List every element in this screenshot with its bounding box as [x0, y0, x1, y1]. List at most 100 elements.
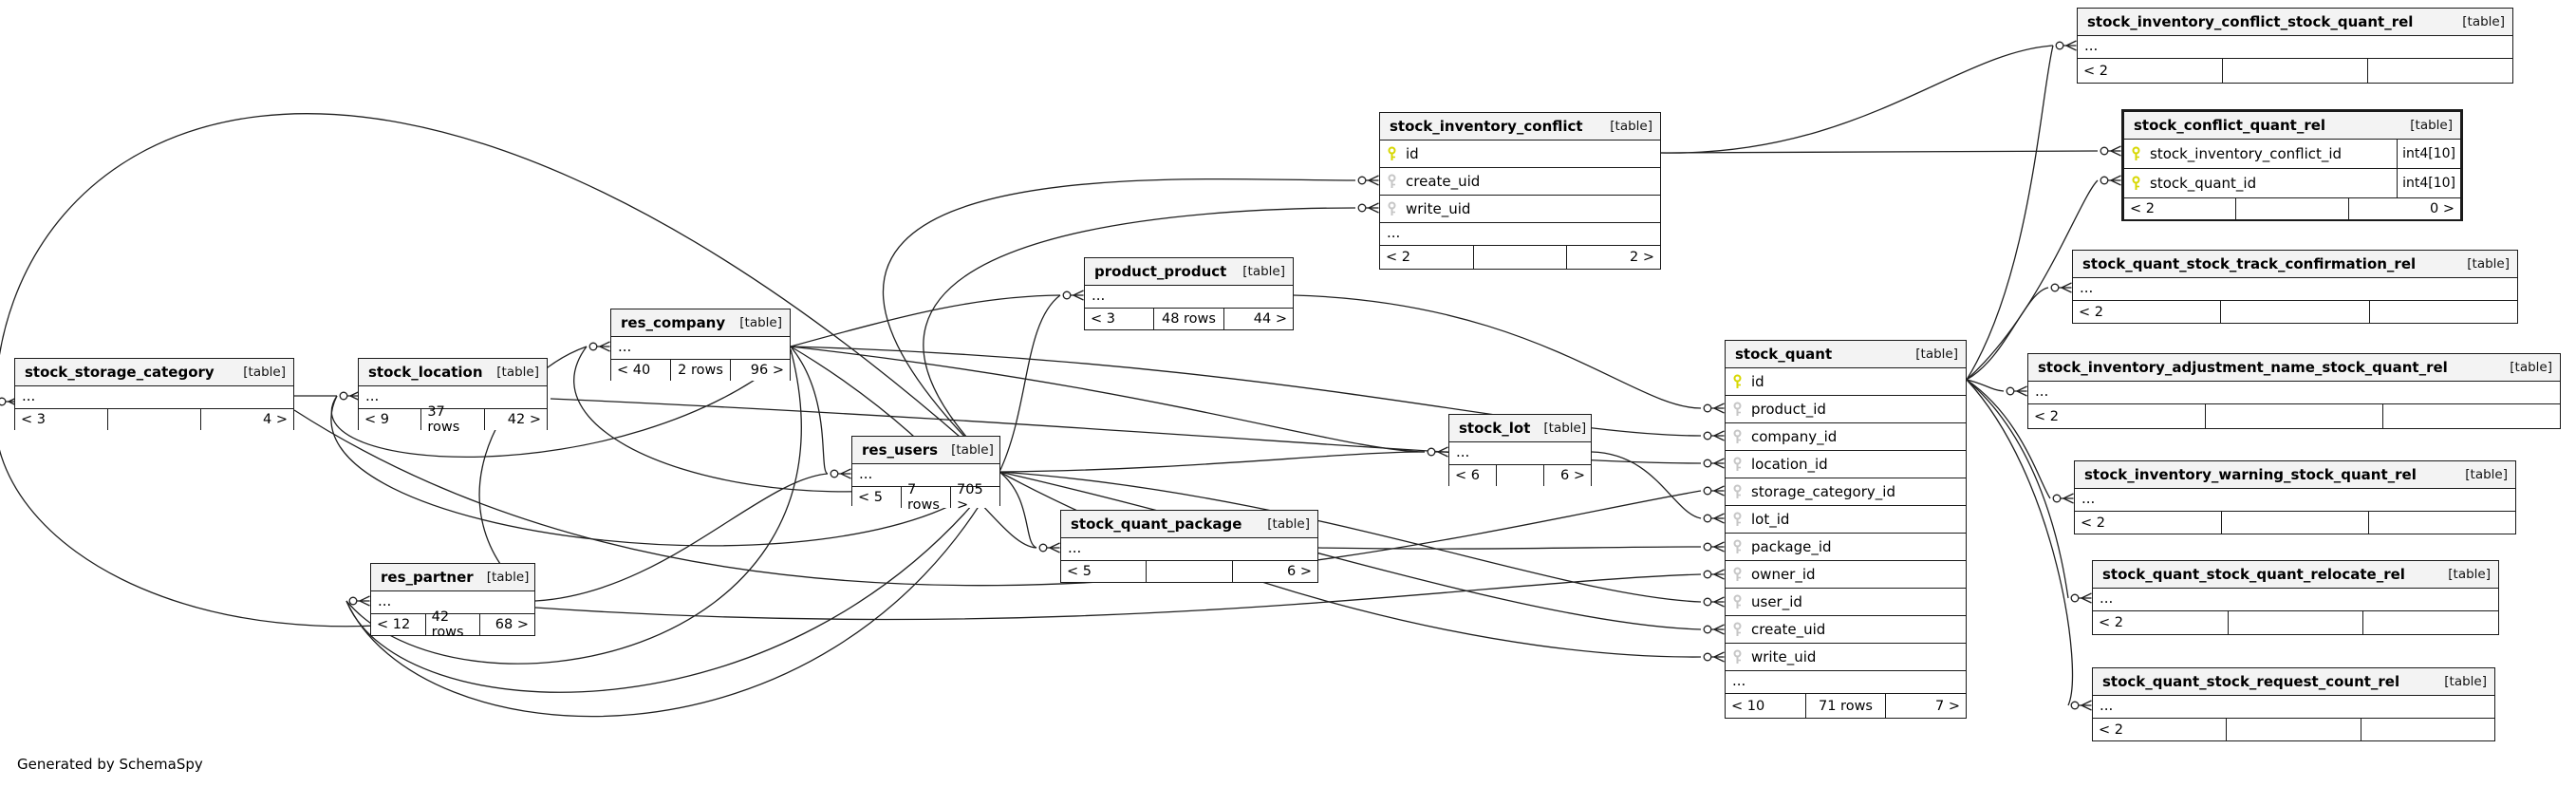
- relationship-edge-res_users-to-stock_lot: [999, 451, 1426, 473]
- primary-key-icon: [1387, 146, 1397, 162]
- fk-connector-icon: [1703, 541, 1725, 553]
- foreign-key-icon: [1732, 429, 1743, 445]
- table-type-badge: [table]: [1543, 421, 1587, 436]
- table-name[interactable]: stock_lot: [1459, 420, 1531, 437]
- table-name[interactable]: stock_quant_package: [1071, 515, 1242, 533]
- table-name[interactable]: res_partner: [381, 569, 474, 586]
- footer-row-count: 37 rows: [420, 404, 485, 435]
- column-row-stock_quant-user_id[interactable]: user_id: [1726, 589, 1966, 616]
- footer-row-count: 42 rows: [424, 609, 481, 640]
- footer-row-count: [1146, 561, 1233, 582]
- table-header-stock_lot[interactable]: stock_lot [table]: [1449, 415, 1591, 442]
- footer-parents-count: 6 >: [1560, 468, 1585, 483]
- footer-children-count: < 2: [2079, 304, 2103, 320]
- relationship-edge-stock_quant.id-to-stock_inventory_adjustment_name_stock_quant_rel: [1966, 379, 2005, 392]
- table-name[interactable]: stock_inventory_conflict: [1390, 118, 1583, 135]
- column-row-stock_quant-location_id[interactable]: location_id: [1726, 451, 1966, 478]
- footer-children-count: < 2: [2081, 515, 2105, 531]
- table-name[interactable]: stock_quant_stock_request_count_rel: [2102, 673, 2400, 690]
- fk-connector-icon: [339, 390, 361, 402]
- columns-ellipsis: ...: [359, 386, 547, 409]
- column-row-stock_inventory_conflict-id[interactable]: id: [1380, 141, 1660, 168]
- fk-connector-icon: [1038, 542, 1060, 553]
- table-header-product_product[interactable]: product_product [table]: [1085, 258, 1293, 286]
- footer-parents-count: 2 >: [1630, 250, 1655, 265]
- table-header-stock_inventory_conflict[interactable]: stock_inventory_conflict [table]: [1380, 113, 1660, 141]
- table-header-stock_conflict_quant_rel[interactable]: stock_conflict_quant_rel [table]: [2124, 112, 2460, 140]
- table-header-res_partner[interactable]: res_partner[table]: [371, 564, 534, 591]
- relationship-edge-res_company-to-stock_location: [330, 352, 792, 459]
- primary-key-icon: [2131, 146, 2141, 162]
- table-header-stock_quant_stock_track_confirmation_rel[interactable]: stock_quant_stock_track_confirmation_rel…: [2073, 251, 2517, 278]
- table-name[interactable]: stock_inventory_warning_stock_quant_rel: [2084, 466, 2417, 483]
- table-header-stock_quant[interactable]: stock_quant[table]: [1726, 341, 1966, 368]
- table-name[interactable]: product_product: [1094, 263, 1227, 280]
- table-header-res_company[interactable]: res_company[table]: [611, 309, 790, 337]
- relationship-edge-product_product-to-stock_quant.product_id: [1293, 294, 1702, 409]
- table-type-badge: [table]: [243, 365, 286, 380]
- table-header-stock_storage_category[interactable]: stock_storage_category [table]: [15, 359, 293, 386]
- table-type-badge: [table]: [1242, 264, 1285, 279]
- footer-children-count: < 2: [2099, 721, 2123, 738]
- table-name[interactable]: stock_location: [368, 364, 483, 381]
- table-name[interactable]: stock_quant: [1735, 346, 1833, 363]
- table-type-badge: [table]: [2410, 118, 2453, 133]
- columns-ellipsis: ...: [852, 464, 999, 487]
- fk-connector-icon: [1703, 485, 1725, 497]
- columns-ellipsis: ...: [1085, 286, 1293, 309]
- footer-parents-count: [2368, 59, 2512, 83]
- foreign-key-icon: [1732, 512, 1743, 528]
- footer-row-count: [2235, 198, 2349, 219]
- table-name[interactable]: stock_inventory_adjustment_name_stock_qu…: [2038, 359, 2448, 376]
- columns-ellipsis: ...: [2093, 696, 2494, 719]
- table-name[interactable]: stock_conflict_quant_rel: [2134, 117, 2326, 134]
- column-row-stock_quant-package_id[interactable]: package_id: [1726, 534, 1966, 561]
- column-name: create_uid: [1751, 621, 1826, 638]
- column-row-stock_quant-storage_category_id[interactable]: storage_category_id: [1726, 478, 1966, 506]
- table-name[interactable]: stock_storage_category: [25, 364, 215, 381]
- footer-row-count: [2226, 719, 2361, 740]
- column-row-stock_quant-lot_id[interactable]: lot_id: [1726, 506, 1966, 534]
- column-row-stock_quant-company_id[interactable]: company_id: [1726, 423, 1966, 451]
- column-name: id: [1406, 145, 1419, 162]
- table-name[interactable]: res_company: [621, 314, 726, 331]
- footer-parents-count: [2361, 719, 2494, 740]
- foreign-key-icon: [1732, 539, 1743, 555]
- column-row-stock_quant-id[interactable]: id: [1726, 368, 1966, 396]
- column-row-stock_inventory_conflict-create_uid[interactable]: create_uid: [1380, 168, 1660, 196]
- column-row-stock_quant-owner_id[interactable]: owner_id: [1726, 561, 1966, 589]
- foreign-key-icon: [1732, 594, 1743, 610]
- table-header-stock_quant_stock_request_count_rel[interactable]: stock_quant_stock_request_count_rel[tabl…: [2093, 668, 2494, 696]
- table-header-stock_quant_package[interactable]: stock_quant_package[table]: [1061, 511, 1317, 538]
- columns-ellipsis: ...: [2078, 36, 2512, 59]
- table-header-stock_inventory_adjustment_name_stock_quant_rel[interactable]: stock_inventory_adjustment_name_stock_qu…: [2028, 354, 2560, 382]
- table-header-stock_quant_stock_quant_relocate_rel[interactable]: stock_quant_stock_quant_relocate_rel[tab…: [2093, 561, 2498, 589]
- relationship-edge-res_users-to-res_partner: [345, 471, 1000, 693]
- footer-children-count: < 3: [1091, 311, 1115, 327]
- table-name[interactable]: stock_quant_stock_quant_relocate_rel: [2102, 566, 2405, 583]
- footer-parents-count: 4 >: [263, 412, 288, 427]
- table-name[interactable]: res_users: [862, 441, 939, 459]
- table-header-stock_location[interactable]: stock_location[table]: [359, 359, 547, 386]
- table-type-badge: [table]: [1610, 119, 1652, 134]
- column-name: product_id: [1751, 401, 1826, 418]
- column-row-stock_inventory_conflict-write_uid[interactable]: write_uid: [1380, 196, 1660, 223]
- column-name: create_uid: [1406, 173, 1481, 190]
- table-header-stock_inventory_warning_stock_quant_rel[interactable]: stock_inventory_warning_stock_quant_rel[…: [2075, 461, 2515, 489]
- table-name[interactable]: stock_quant_stock_track_confirmation_rel: [2082, 255, 2417, 272]
- table-name[interactable]: stock_inventory_conflict_stock_quant_rel: [2087, 13, 2414, 30]
- column-name: storage_category_id: [1751, 483, 1895, 500]
- column-row-stock_quant-write_uid[interactable]: write_uid: [1726, 644, 1966, 671]
- columns-ellipsis: ...: [2093, 589, 2498, 611]
- footer-parents-count: 44 >: [1253, 311, 1287, 327]
- fk-connector-icon: [1703, 513, 1725, 524]
- table-header-res_users[interactable]: res_users[table]: [852, 437, 999, 464]
- table-type-badge: [table]: [2462, 14, 2505, 29]
- column-row-stock_quant-product_id[interactable]: product_id: [1726, 396, 1966, 423]
- table-header-stock_inventory_conflict_stock_quant_rel[interactable]: stock_inventory_conflict_stock_quant_rel…: [2078, 9, 2512, 36]
- column-row-stock_quant-create_uid[interactable]: create_uid: [1726, 616, 1966, 644]
